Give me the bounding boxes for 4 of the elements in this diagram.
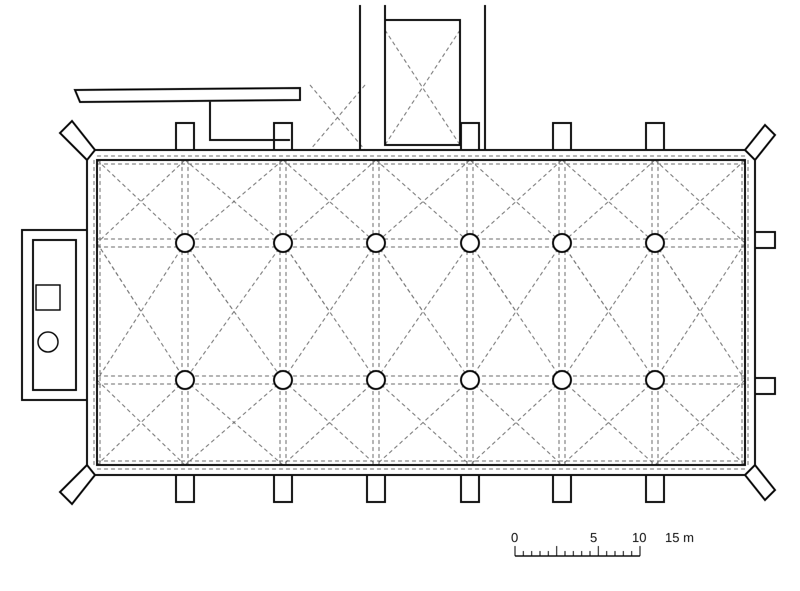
scale-label: 5 xyxy=(590,531,598,545)
scale-label: 15 m xyxy=(665,531,694,545)
scale-label: 0 xyxy=(511,531,518,545)
scale-label: 10 xyxy=(632,531,646,545)
